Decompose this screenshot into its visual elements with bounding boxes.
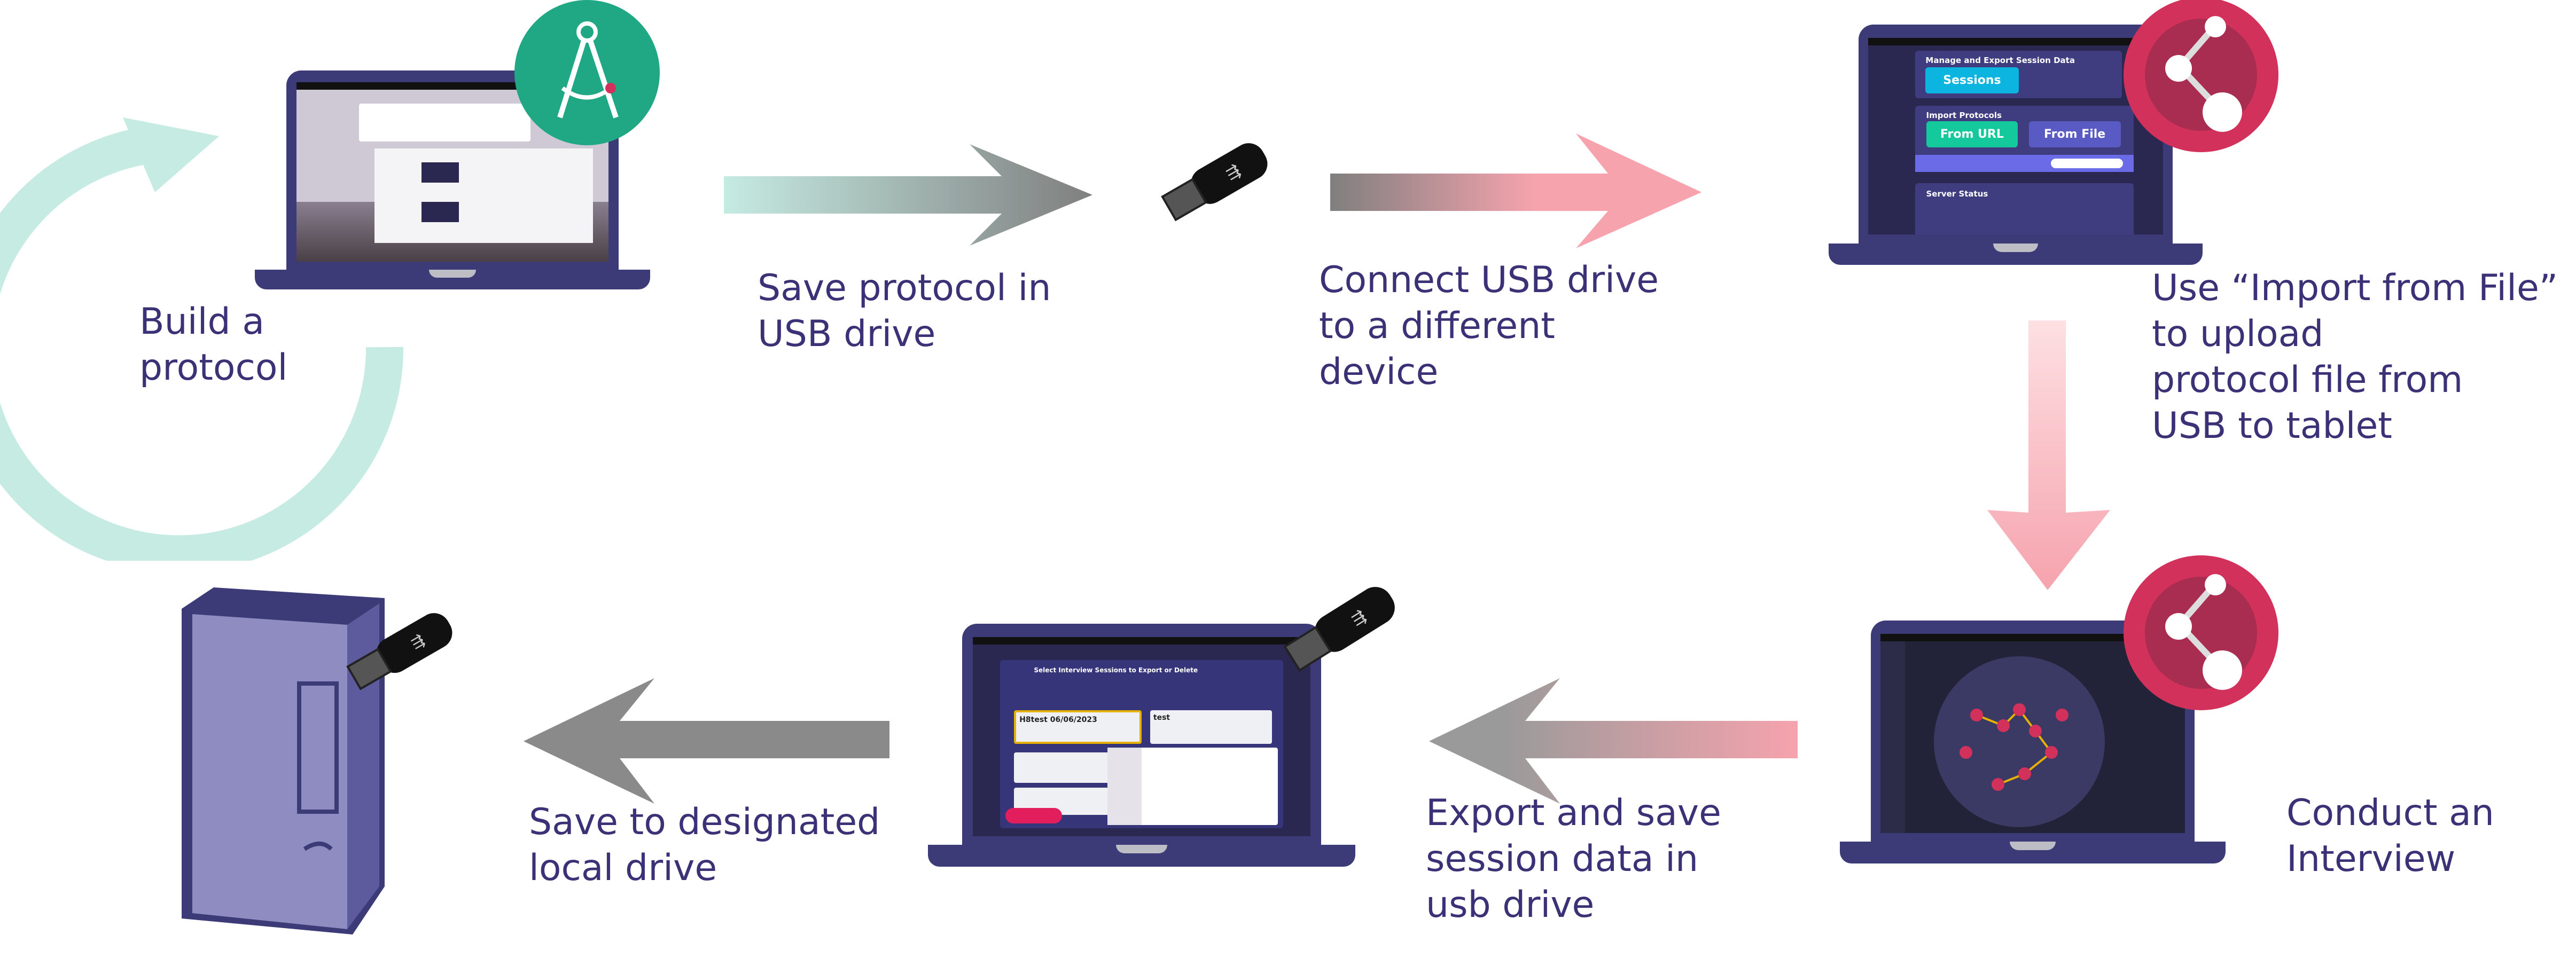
arrow-left-icon bbox=[524, 678, 889, 804]
arrow-down-icon bbox=[1987, 320, 2110, 590]
usb-drive-icon: ⇶ bbox=[1283, 587, 1395, 672]
cycle-arrow-icon bbox=[0, 117, 404, 561]
session-card[interactable]: test bbox=[1150, 710, 1273, 744]
export-dialog-title: Select Interview Sessions to Export or D… bbox=[1034, 666, 1198, 674]
interview-laptop bbox=[1840, 621, 2226, 863]
manage-export-title: Manage and Export Session Data bbox=[1925, 56, 2075, 66]
import-laptop: Manage and Export Session Data Sessions … bbox=[1829, 25, 2203, 265]
file-save-dialog bbox=[1107, 747, 1278, 825]
server-tower-icon bbox=[182, 587, 385, 935]
session-card-selected[interactable]: H8test 06/06/2023 bbox=[1014, 710, 1142, 744]
arrow-right-icon bbox=[1330, 134, 1701, 248]
arrow-right-icon bbox=[724, 144, 1092, 246]
share-node-icon bbox=[2145, 16, 2257, 132]
network-canvas-badge bbox=[2124, 0, 2278, 152]
import-from-file-card[interactable]: From File bbox=[2028, 121, 2121, 148]
usb-drive-icon: ⇶ bbox=[1161, 143, 1268, 222]
server-status-title: Server Status bbox=[1926, 189, 1988, 199]
manage-sessions-card[interactable]: Sessions bbox=[1925, 67, 2019, 93]
delete-button[interactable] bbox=[1005, 808, 1063, 823]
export-laptop: Select Interview Sessions to Export or D… bbox=[928, 624, 1355, 867]
architect-compass-badge bbox=[514, 0, 660, 145]
arrow-left-icon bbox=[1429, 678, 1798, 804]
network-canvas-badge bbox=[2124, 555, 2278, 710]
import-from-url-card[interactable]: From URL bbox=[1926, 121, 2018, 148]
compass-icon bbox=[557, 21, 619, 119]
usb-drive-icon: ⇶ bbox=[346, 613, 452, 690]
import-protocols-title: Import Protocols bbox=[1926, 110, 2002, 120]
share-node-icon bbox=[2145, 574, 2257, 690]
sociogram bbox=[1933, 656, 2105, 827]
